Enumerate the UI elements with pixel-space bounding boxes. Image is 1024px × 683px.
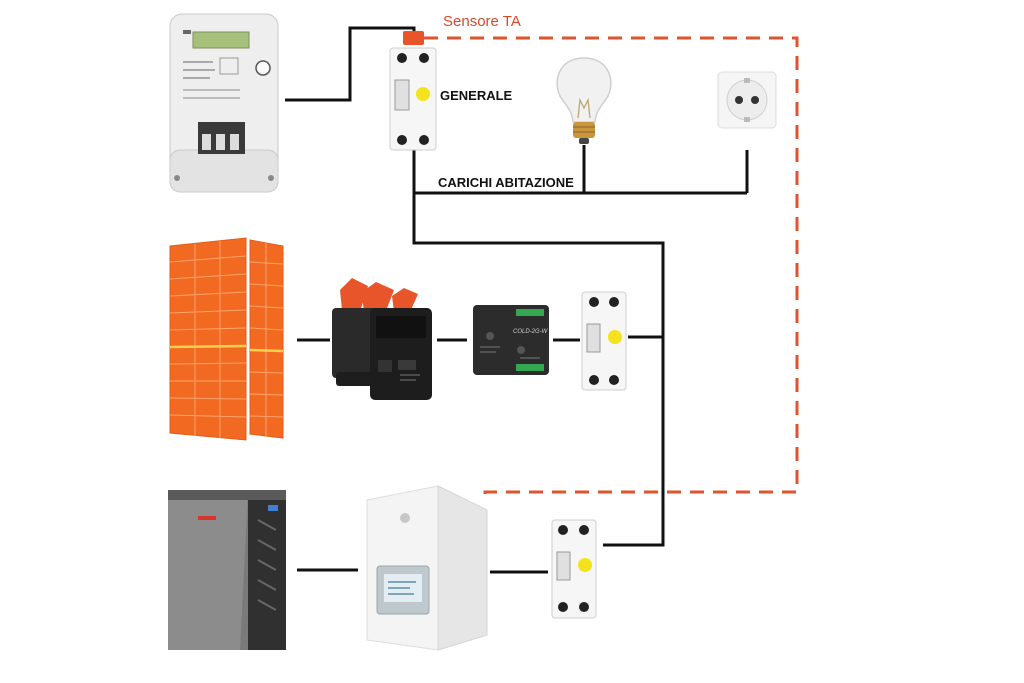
meter-knob (255, 60, 271, 76)
energy-meter (169, 13, 279, 193)
meter-display (192, 31, 250, 49)
gateway-model-text: COLD-2G-W (513, 329, 549, 335)
solar-panel-front (169, 237, 247, 441)
wall-socket (717, 71, 777, 129)
pv-breaker (581, 291, 627, 391)
battery-breaker (551, 519, 597, 619)
breaker-test-button (608, 330, 622, 344)
home-battery (168, 490, 286, 650)
main-breaker (389, 47, 437, 151)
household-loads-label: CARICHI ABITAZIONE (438, 175, 574, 190)
main-breaker-label: GENERALE (440, 88, 513, 103)
light-bulb (556, 57, 612, 144)
sensor-label: Sensore TA (443, 13, 521, 30)
breaker-test-button (578, 558, 592, 572)
micro-inverters (332, 278, 432, 400)
production-feed-wire (412, 193, 665, 547)
hybrid-inverter (366, 485, 488, 651)
breaker-test-button (416, 87, 430, 101)
solar-panels (169, 237, 284, 441)
ct-sensor-clamp (403, 31, 424, 45)
monitoring-gateway: COLD-2G-W (473, 305, 549, 375)
inverter-logo (400, 513, 410, 523)
